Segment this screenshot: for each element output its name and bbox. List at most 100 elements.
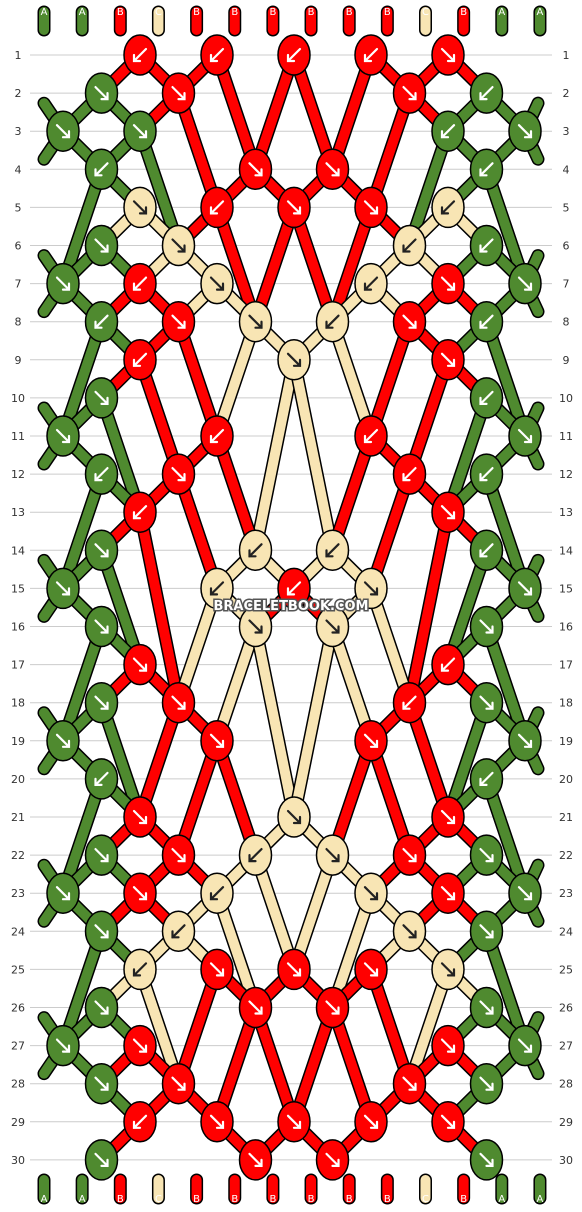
strand-label-bottom: B [231,1194,238,1205]
row-label-left: 11 [11,430,25,443]
arrow-down-right-icon [55,124,71,139]
arrow-down-right-icon [440,962,456,977]
arrow-down-right-icon [171,238,186,253]
arrow-down-right-icon [402,314,417,329]
strand-label-bottom: C [422,1194,429,1205]
knot [123,1024,157,1067]
arrow-down-right-icon [55,733,71,748]
row-label-right: 18 [559,697,573,710]
knot [84,72,119,114]
arrow-down-right-icon [209,276,225,291]
strand-label-bottom: B [117,1194,124,1205]
arrow-down-right-icon [286,809,302,825]
knot [161,910,196,953]
strand-label-top: C [422,7,429,18]
knot [469,453,504,495]
arrow-down-right-icon [440,809,456,825]
arrow-down-right-icon [209,733,225,748]
watermark: BRACELETBOOK.COM [214,599,369,614]
arrow-down-right-icon [363,962,379,977]
arrow-down-right-icon [440,47,456,63]
row-label-right: 24 [559,925,573,938]
knot [161,1062,196,1105]
strand-label-bottom: A [537,1194,544,1205]
arrow-down-right-icon [132,809,148,825]
knot [354,567,388,610]
arrow-down-right-icon [94,86,109,101]
knot [161,834,196,876]
arrow-down-right-icon [402,86,417,101]
row-label-left: 20 [11,773,25,786]
row-label-right: 2 [563,87,570,100]
arrow-down-left-icon [94,771,109,786]
arrow-down-right-icon [171,314,186,329]
arrow-down-left-icon [209,581,225,596]
row-label-right: 15 [559,582,573,595]
knot [431,796,465,838]
arrow-down-left-icon [248,848,263,863]
knot [431,872,465,914]
arrow-down-right-icon [517,886,533,901]
knot [161,224,196,267]
knot [84,377,119,419]
row-label-left: 8 [15,316,22,329]
arrow-down-right-icon [479,924,494,939]
knot [123,948,157,991]
row-label-left: 13 [11,506,25,519]
row-label-left: 25 [11,963,25,976]
knot [200,948,234,991]
row-label-left: 24 [11,925,25,938]
knot [123,872,157,914]
knot [84,300,119,343]
strand-label-top: B [460,7,467,18]
arrow-down-left-icon [402,467,417,482]
arrow-down-right-icon [94,1000,109,1015]
knot [238,834,273,876]
arrow-down-left-icon [479,162,494,177]
knot [469,986,504,1029]
knot [123,1101,157,1143]
knot [469,148,504,191]
knot [508,720,542,762]
knot [315,148,350,191]
arrow-down-left-icon [479,771,494,786]
thread-segment [404,507,453,708]
arrow-down-right-icon [517,428,533,444]
knot [469,910,504,953]
arrow-down-right-icon [440,352,456,367]
knot [238,605,273,648]
row-label-left: 12 [11,468,25,481]
knot [84,681,119,724]
arrow-down-right-icon [132,1038,148,1053]
row-label-left: 16 [11,621,25,634]
arrow-down-right-icon [363,1114,379,1129]
row-label-left: 7 [15,278,22,291]
strand-label-bottom: B [346,1194,353,1205]
knot [123,491,157,533]
strand-label-top: B [117,7,124,18]
knot [431,34,465,76]
row-label-right: 19 [559,735,573,748]
arrow-down-left-icon [132,352,148,367]
knot [469,377,504,419]
arrow-down-left-icon [132,1114,148,1129]
row-label-right: 11 [559,430,573,443]
arrow-down-right-icon [171,86,186,101]
row-label-right: 26 [559,1002,573,1015]
arrow-down-left-icon [132,505,148,520]
row-label-left: 29 [11,1116,25,1129]
knot [84,605,119,648]
row-label-right: 17 [559,659,573,672]
arrow-down-right-icon [363,200,379,215]
knot [392,72,427,114]
arrow-down-right-icon [132,886,148,901]
knot [123,262,157,305]
knot [392,834,427,876]
knot [46,567,80,610]
arrow-down-left-icon [286,581,302,596]
knot [431,1024,465,1067]
arrow-down-right-icon [55,428,71,444]
arrow-down-left-icon [363,47,379,63]
knot [84,834,119,876]
knot [161,453,196,495]
